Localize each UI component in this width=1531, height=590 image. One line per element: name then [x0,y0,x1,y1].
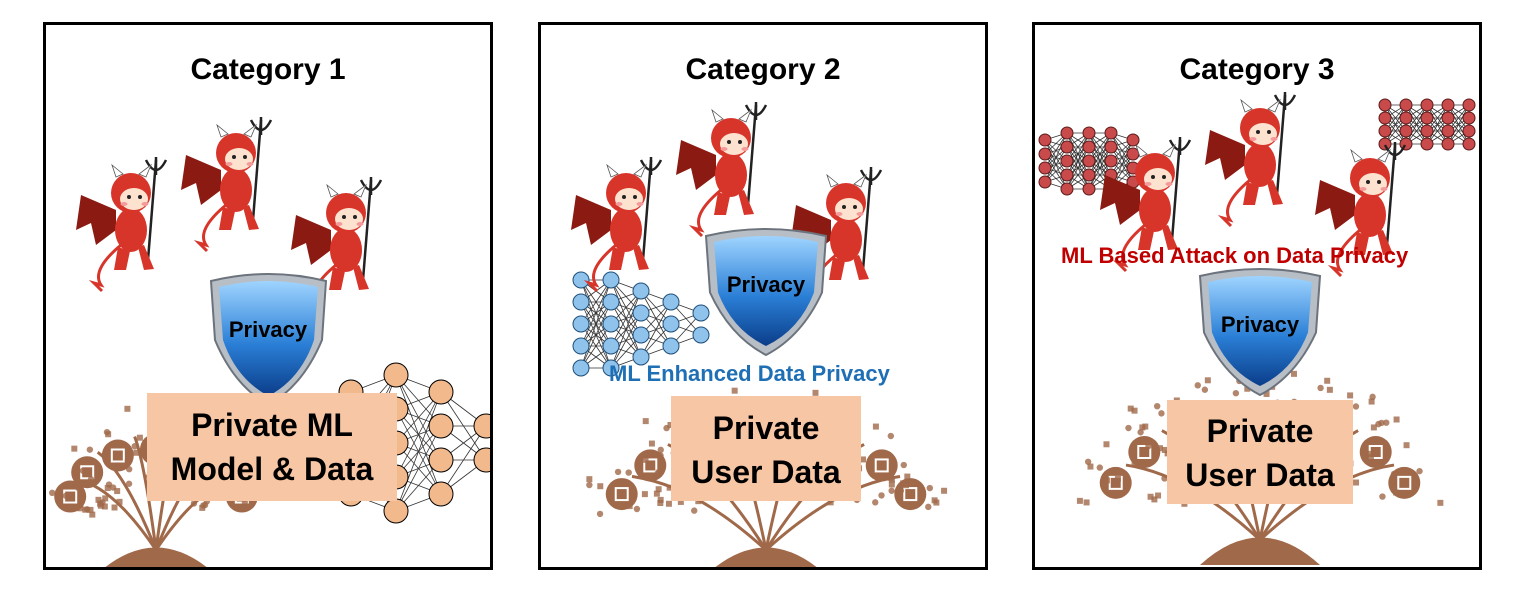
box-line-1: Private [712,410,820,446]
category-2-panel: Category 2 Privacy ML Enhanced Data Priv… [538,22,988,570]
privacy-shield-icon: Privacy [1198,268,1322,397]
devil-icon [181,117,273,253]
category-3-panel: Category 3 Privacy ML Based Attack on Da… [1032,22,1482,570]
category-1-title: Category 1 [190,53,346,86]
shield-label: Privacy [229,317,308,342]
ml-enhanced-caption: ML Enhanced Data Privacy [609,361,890,386]
devil-icon [1315,142,1407,278]
box-line-2: User Data [1185,457,1335,493]
private-data-box: Private User Data [671,396,861,501]
category-3-illustration: Privacy [1038,92,1476,565]
private-data-box: Private ML Model & Data [147,393,397,501]
box-line-1: Private [1206,413,1314,449]
box-line-1: Private ML [191,407,353,443]
private-data-box: Private User Data [1167,400,1353,504]
neural-network-icon [572,271,710,377]
devil-icon [76,157,168,293]
privacy-shield-icon: Privacy [704,228,828,357]
category-1-panel: Category 1 Privacy Private ML Model & Da… [43,22,493,570]
box-line-2: Model & Data [170,451,374,487]
shield-label: Privacy [727,272,806,297]
privacy-shield-icon: Privacy [209,273,328,407]
shield-label: Privacy [1221,312,1300,337]
devil-icon [1100,137,1192,273]
box-line-2: User Data [691,454,841,490]
neural-network-icon [1378,98,1476,151]
ml-attack-caption: ML Based Attack on Data Privacy [1061,243,1409,268]
devil-icon [571,157,663,293]
category-3-title: Category 3 [1179,53,1335,86]
devil-icon [1205,92,1297,228]
devil-icon [676,102,768,238]
category-2-title: Category 2 [685,53,841,86]
